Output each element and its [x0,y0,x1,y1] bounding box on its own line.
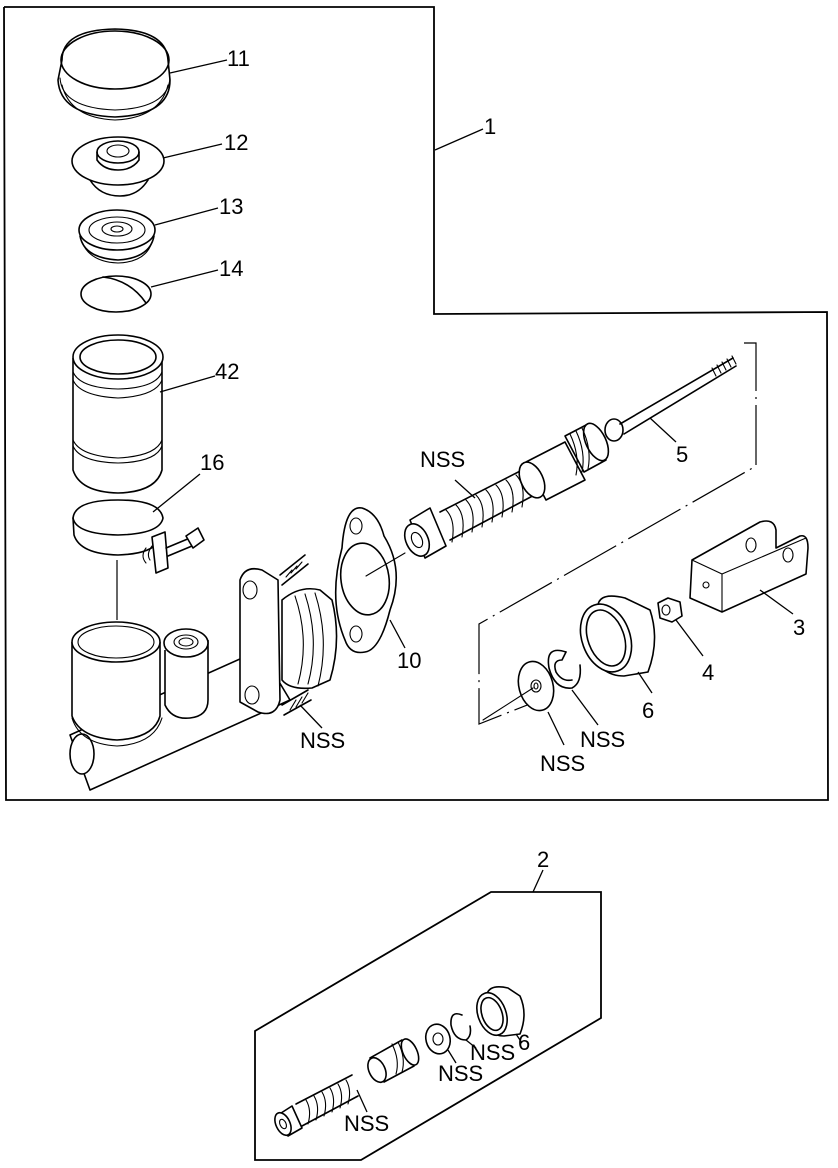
callout-3: 3 [793,615,805,640]
callout-13: 13 [219,194,243,219]
part-washer [517,660,555,712]
callout-nss-studs-leader [299,704,323,729]
callout-16: 16 [200,450,224,475]
kit-callout-nss-snapring: NSS [470,1040,515,1065]
callout-11-leader [169,59,228,74]
callout-4: 4 [702,660,714,685]
part-reservoir-tank [72,334,164,494]
callout-1-leader [434,128,484,151]
part-piston-and-spring [403,422,610,559]
part-boot [579,595,656,677]
washer-axis-line [482,687,534,721]
part-reservoir-band-clamp [72,499,205,574]
callout-13-leader [154,207,219,226]
assembly-1-frame [3,6,829,801]
part-cap-diaphragm [71,136,165,197]
kit-part-boot [476,986,525,1037]
kit-part-washer [424,1023,452,1055]
part-nut [657,597,683,623]
callout-nss-snapring: NSS [580,727,625,752]
callout-nss-snapring-leader [571,689,599,726]
kit-callout-nss-snapring-leader [465,1039,477,1049]
callout-10-leader [389,619,406,649]
part-gasket [334,507,398,654]
kit-part-piston-and-spring [274,1038,420,1137]
kit-callout-nss-piston: NSS [344,1111,389,1136]
callout-nss-studs: NSS [300,728,345,753]
callout-nss-piston-leader [454,479,476,499]
callout-1: 1 [484,114,496,139]
callout-10: 10 [397,648,421,673]
kit-part-snap-ring [450,1012,472,1041]
callout-42-leader [159,375,216,393]
part-cylinder-body [69,554,338,791]
part-reservoir-inner-cap [78,209,156,264]
kit-callout-nss-piston-leader [356,1089,368,1113]
callout-4-leader [675,619,704,657]
callout-5-leader [649,417,677,443]
part-float-plate [80,275,152,313]
callout-nss-washer: NSS [540,751,585,776]
part-snap-ring [547,649,582,689]
spring-coils [445,474,524,543]
callout-6: 6 [642,698,654,723]
kit-callout-nss-washer: NSS [438,1061,483,1086]
callout-16-leader [152,473,201,513]
callout-12-leader [162,143,223,159]
callout-14: 14 [219,256,243,281]
callout-6-leader [637,671,653,694]
repair-kit-2-frame [254,891,602,1161]
callout-2: 2 [537,847,549,872]
callout-nss-piston: NSS [420,447,465,472]
part-clevis [689,520,809,613]
callout-2-leader [532,869,544,893]
kit-callout-nss-washer-leader [447,1049,457,1064]
callout-11: 11 [227,46,250,71]
part-reservoir-cap [57,28,171,121]
kit-callout-6: 6 [518,1030,530,1055]
callout-14-leader [150,269,219,288]
part-push-rod [604,355,737,442]
kit-callout-6-leader [515,1033,523,1044]
gasket-axis-line [365,552,406,577]
callout-12: 12 [224,130,248,155]
callout-42: 42 [215,359,239,384]
callout-3-leader [759,589,794,615]
boot-subgroup-bracket [478,342,757,725]
callout-5: 5 [676,442,688,467]
callout-nss-washer-leader [547,711,565,746]
